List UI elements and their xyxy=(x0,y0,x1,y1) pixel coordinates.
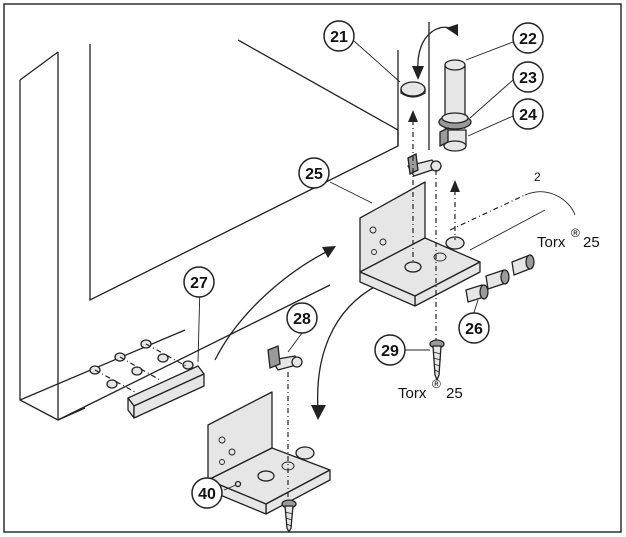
callout-23-label: 23 xyxy=(519,70,537,87)
move-arrow-upper xyxy=(214,249,331,361)
callout-25-label: 25 xyxy=(305,166,323,183)
torx-top-registered: ® xyxy=(571,226,580,240)
leader-23 xyxy=(469,79,514,119)
part-24-bush xyxy=(439,126,467,152)
leader-28 xyxy=(287,332,303,353)
part-27-hole-cover xyxy=(89,339,205,419)
callout-28-label: 28 xyxy=(293,311,311,328)
part-40-detail xyxy=(234,480,242,488)
move-arrow-lower xyxy=(316,284,379,411)
callout-40-label: 40 xyxy=(198,486,216,503)
leader-21 xyxy=(353,40,401,83)
part-29-screw xyxy=(429,339,445,381)
leader-2 xyxy=(524,191,576,216)
leader-22 xyxy=(465,41,514,61)
torx-label-bottom: Torx ® 25 xyxy=(398,377,463,402)
axis-screws-26 xyxy=(449,194,526,231)
torx-bottom-text: Torx xyxy=(398,385,427,402)
part-26-screws xyxy=(465,254,535,303)
callout-23: 23 xyxy=(512,61,544,93)
arrowhead-upper xyxy=(322,246,336,258)
part-21-cap xyxy=(400,81,426,98)
arrow-cap-up xyxy=(408,110,418,122)
rotate-arrowhead-a xyxy=(412,66,424,80)
part-25-upper-hinge-bracket xyxy=(359,153,481,307)
callout-26-label: 26 xyxy=(465,321,483,338)
screw-leader xyxy=(469,209,546,251)
callout-28: 28 xyxy=(286,302,318,334)
callout-21: 21 xyxy=(323,20,355,52)
callout-29-label: 29 xyxy=(381,343,399,360)
part-22-hinge-pin xyxy=(444,59,466,129)
leader-24 xyxy=(467,115,514,137)
callout-27-label: 27 xyxy=(190,275,208,292)
callout-22-label: 22 xyxy=(519,31,537,48)
torx-bottom-registered: ® xyxy=(432,377,441,391)
label-2: 2 xyxy=(534,170,541,184)
callout-25: 25 xyxy=(298,157,330,189)
rotate-arrowhead-b xyxy=(446,24,458,36)
torx-top-text: Torx xyxy=(537,234,566,251)
torx-label-top: Torx ® 25 xyxy=(537,226,600,251)
torx-top-size: 25 xyxy=(583,234,600,251)
callout-22: 22 xyxy=(512,22,544,54)
callout-27: 27 xyxy=(183,266,215,298)
arrowhead-lower xyxy=(311,405,326,420)
leader-40 xyxy=(223,484,237,491)
torx-bottom-size: 25 xyxy=(446,385,463,402)
callout-21-label: 21 xyxy=(330,29,348,46)
lower-screw xyxy=(281,499,297,533)
leader-27 xyxy=(197,284,201,363)
leader-25 xyxy=(329,181,373,204)
callout-24: 24 xyxy=(512,98,544,130)
part-23-washer xyxy=(438,112,472,130)
callout-40: 40 xyxy=(191,477,223,509)
callout-29: 29 xyxy=(374,334,406,366)
arrow-pin-up xyxy=(450,180,460,192)
callout-24-label: 24 xyxy=(519,107,537,124)
cabinet-door xyxy=(19,39,399,421)
callout-26: 26 xyxy=(458,312,490,344)
